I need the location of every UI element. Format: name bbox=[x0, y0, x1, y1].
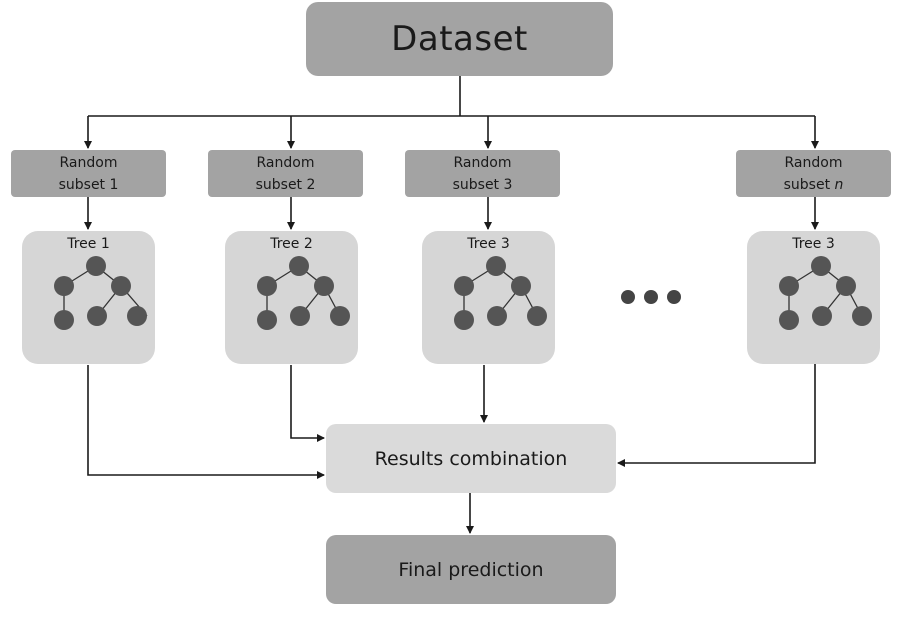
subset-line2-text: subset bbox=[783, 176, 835, 193]
results-combination-box: Results combination bbox=[326, 424, 616, 493]
tree-label: Tree 3 bbox=[467, 236, 510, 252]
subset-line2: subset 2 bbox=[255, 176, 316, 193]
final-prediction-label: Final prediction bbox=[398, 558, 544, 581]
random-subset-2: Random subset 2 bbox=[208, 150, 363, 197]
tree-label: Tree 1 bbox=[67, 236, 110, 252]
dataset-label: Dataset bbox=[391, 19, 528, 59]
tree-icon bbox=[778, 256, 872, 330]
tree-label: Tree 3 bbox=[792, 236, 835, 252]
tree-card-2: Tree 2 bbox=[225, 231, 358, 364]
tree-icon bbox=[453, 256, 547, 330]
tree-label: Tree 2 bbox=[270, 236, 313, 252]
subset-line1: Random bbox=[59, 154, 118, 171]
subset-line1: Random bbox=[784, 154, 843, 171]
subset-n-variable: n bbox=[834, 176, 844, 193]
random-subset-n: Random subset n bbox=[736, 150, 891, 197]
ellipsis-dots-icon bbox=[621, 290, 681, 304]
subset-line2: subset 3 bbox=[452, 176, 513, 193]
tree-card-3: Tree 3 bbox=[422, 231, 555, 364]
subset-line1: Random bbox=[453, 154, 512, 171]
tree-card-n: Tree 3 bbox=[747, 231, 880, 364]
subset-line1: Random bbox=[256, 154, 315, 171]
tree-icon bbox=[256, 256, 350, 330]
dataset-box: Dataset bbox=[306, 2, 613, 76]
random-subset-3: Random subset 3 bbox=[405, 150, 560, 197]
tree-icon bbox=[53, 256, 147, 330]
final-prediction-box: Final prediction bbox=[326, 535, 616, 604]
tree-card-1: Tree 1 bbox=[22, 231, 155, 364]
subset-line2: subset n bbox=[784, 174, 844, 196]
random-subset-1: Random subset 1 bbox=[11, 150, 166, 197]
subset-line2: subset 1 bbox=[58, 176, 119, 193]
results-combination-label: Results combination bbox=[374, 447, 568, 470]
